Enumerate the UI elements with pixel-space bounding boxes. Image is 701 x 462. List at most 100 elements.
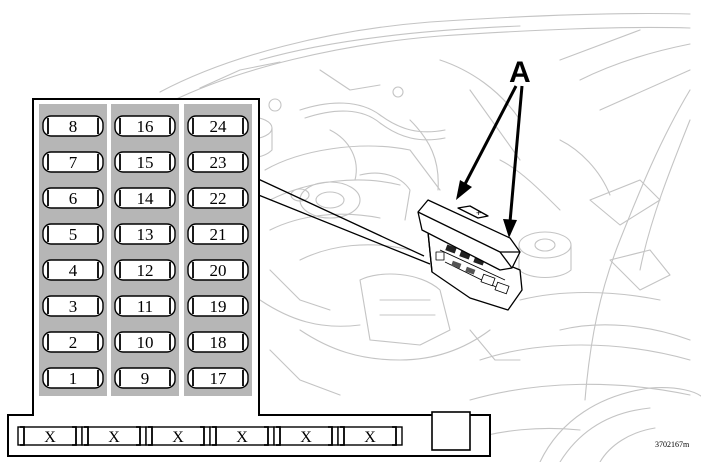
spare-fuse-slot: X: [273, 426, 339, 446]
spare-fuse-label: X: [172, 429, 184, 446]
spare-fuse-terminal: [276, 426, 281, 446]
fuse-slot-17: 17: [187, 367, 249, 389]
fuse-number: 13: [137, 225, 154, 244]
fuse-number: 23: [210, 153, 227, 172]
fuse-number: 2: [69, 333, 78, 352]
callout-label-a: A: [509, 56, 531, 89]
fuse-number: 1: [69, 369, 78, 388]
fuse-slot-13: 13: [114, 223, 176, 245]
spare-fuse-terminal: [84, 426, 89, 446]
reference-code: 3702167m: [655, 440, 690, 449]
spare-fuse-terminal: [20, 426, 25, 446]
fuse-slot-4: 4: [42, 259, 104, 281]
fuse-slot-20: 20: [187, 259, 249, 281]
fuse-number: 10: [137, 333, 154, 352]
spare-fuse-label: X: [44, 429, 56, 446]
fuse-number: 4: [69, 261, 78, 280]
fuse-body: [42, 115, 104, 137]
fuse-body: [42, 295, 104, 317]
fuse-body: [42, 367, 104, 389]
svg-text:+: +: [476, 208, 481, 218]
fuse-slot-7: 7: [42, 151, 104, 173]
fuse-slot-6: 6: [42, 187, 104, 209]
fuse-number: 17: [210, 369, 228, 388]
fuse-column-3: 24 23 22 21 20 19 18 17: [184, 104, 252, 396]
fuse-slot-2: 2: [42, 331, 104, 353]
spare-fuse-terminal: [148, 426, 153, 446]
spare-fuse-slot: X: [145, 426, 211, 446]
spare-fuse-terminal: [200, 426, 205, 446]
fuse-body: [187, 259, 249, 281]
spare-fuse-slot: X: [17, 426, 83, 446]
fuse-number: 16: [137, 117, 154, 136]
fuse-column-1: 8 7 6 5 4 3 2 1: [39, 104, 107, 396]
spare-fuse-terminal: [72, 426, 77, 446]
spare-fuse-slot: X: [209, 426, 275, 446]
fuse-number: 5: [69, 225, 78, 244]
fuse-body: [42, 223, 104, 245]
zoom-connector-lines: [255, 177, 431, 265]
fuse-number: 24: [210, 117, 228, 136]
spare-fuse-body: [337, 426, 403, 446]
fuse-body: [114, 151, 176, 173]
fuse-number: 8: [69, 117, 78, 136]
fuse-slot-22: 22: [187, 187, 249, 209]
fuse-number: 3: [69, 297, 78, 316]
fuse-number: 19: [210, 297, 227, 316]
fuse-body: [114, 223, 176, 245]
fuse-body: [114, 187, 176, 209]
spare-fuse-terminal: [212, 426, 217, 446]
fuse-body: [114, 295, 176, 317]
fuse-slot-18: 18: [187, 331, 249, 353]
fuse-number: 20: [210, 261, 227, 280]
fuse-box-module: +: [417, 199, 523, 311]
fuse-body: [187, 151, 249, 173]
spare-fuse-terminal: [392, 426, 397, 446]
fuse-body: [42, 259, 104, 281]
fuse-slot-8: 8: [42, 115, 104, 137]
spare-fuse-label: X: [108, 429, 120, 446]
spare-fuse-terminal: [264, 426, 269, 446]
fuse-slot-11: 11: [114, 295, 176, 317]
fuse-body: [114, 259, 176, 281]
fuse-body: [114, 115, 176, 137]
fuse-body: [187, 367, 249, 389]
fuse-body: [114, 331, 176, 353]
fuse-body: [114, 367, 176, 389]
fuse-body: [187, 187, 249, 209]
fuse-slot-15: 15: [114, 151, 176, 173]
callout-leaders: [456, 85, 524, 238]
fuse-slot-9: 9: [114, 367, 176, 389]
spare-fuse-terminal: [340, 426, 345, 446]
spare-fuse-label: X: [300, 429, 312, 446]
spare-fuse-label: X: [364, 429, 376, 446]
fuse-column-2: 16 15 14 13 12 11 10 9: [111, 104, 179, 396]
fuse-slot-16: 16: [114, 115, 176, 137]
fuse-slot-3: 3: [42, 295, 104, 317]
relay-slot: [431, 411, 471, 451]
fuse-slot-19: 19: [187, 295, 249, 317]
spare-fuse-slot: X: [81, 426, 147, 446]
fuse-body: [187, 223, 249, 245]
spare-fuse-terminal: [328, 426, 333, 446]
fuse-number: 14: [137, 189, 155, 208]
fuse-number: 7: [69, 153, 78, 172]
spare-fuse-terminal: [136, 426, 141, 446]
fuse-body: [42, 151, 104, 173]
fuse-slot-21: 21: [187, 223, 249, 245]
fuse-number: 21: [210, 225, 227, 244]
fuse-number: 6: [69, 189, 78, 208]
fuse-body: [42, 187, 104, 209]
fuse-body: [187, 295, 249, 317]
fuse-slot-23: 23: [187, 151, 249, 173]
spare-fuse-label: X: [236, 429, 248, 446]
fuse-body: [187, 331, 249, 353]
fuse-body: [187, 115, 249, 137]
fuse-number: 12: [137, 261, 154, 280]
fuse-slot-12: 12: [114, 259, 176, 281]
fuse-number: 11: [137, 297, 153, 316]
